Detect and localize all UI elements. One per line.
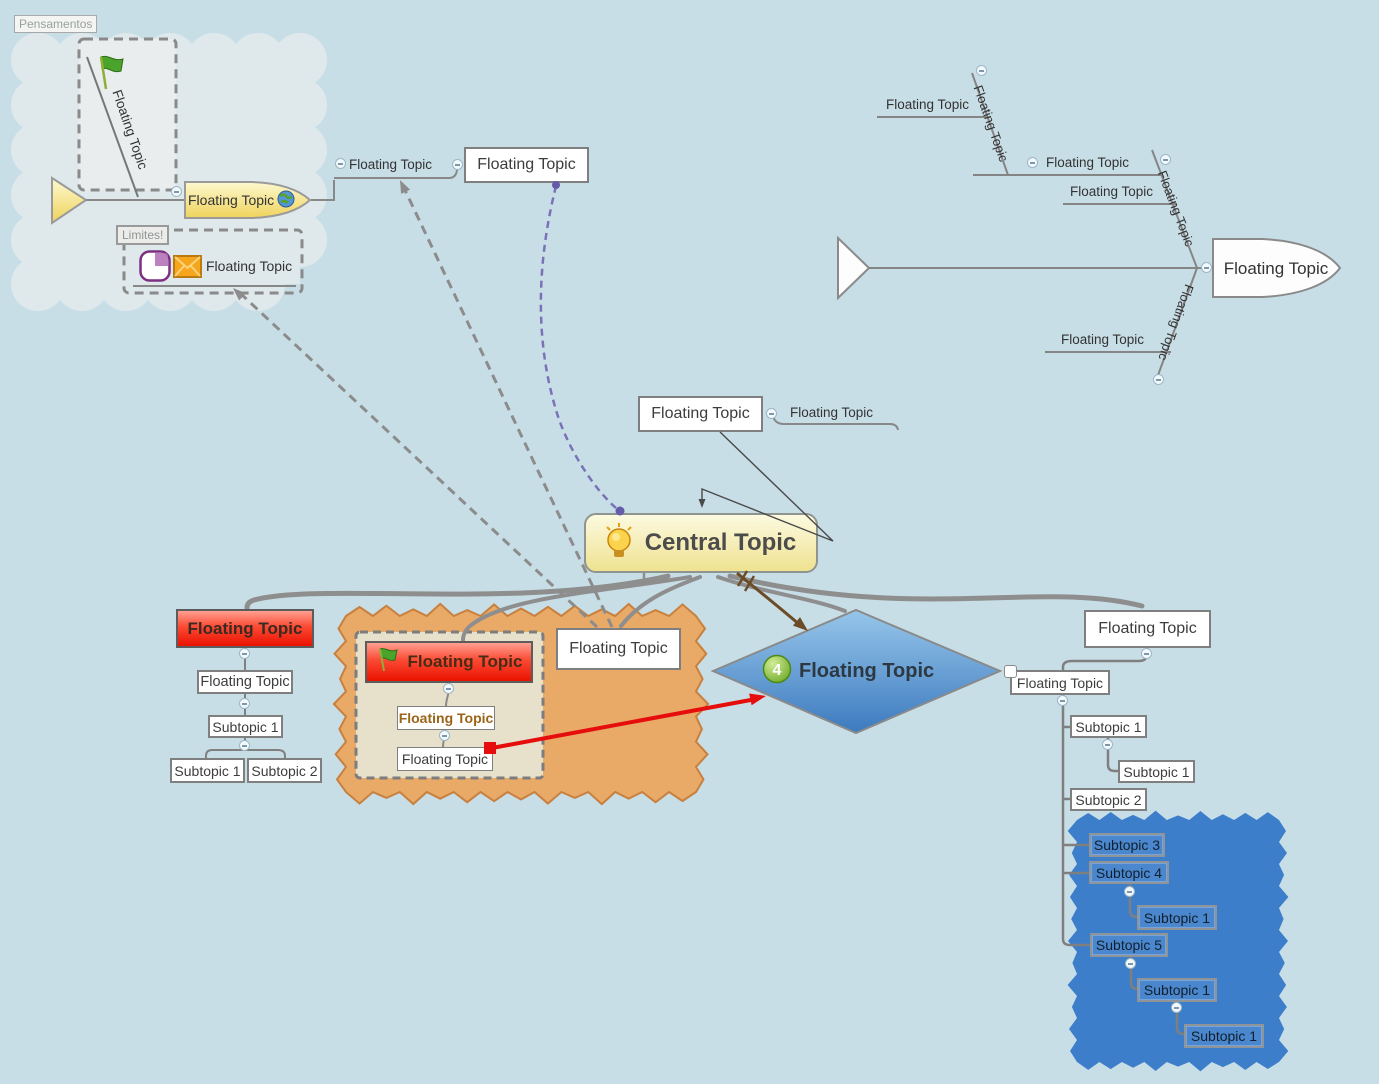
collapse-toggle[interactable] (1201, 262, 1212, 273)
collapse-toggle[interactable] (239, 740, 250, 751)
left-tree-subtopic[interactable]: Subtopic 1 (208, 715, 283, 738)
collapse-toggle[interactable] (239, 648, 250, 659)
lightbulb-icon (605, 522, 633, 564)
limits-topic[interactable]: Floating Topic (206, 258, 293, 274)
priority-4-icon[interactable]: 4 (762, 654, 792, 689)
right-tree-s5[interactable]: Subtopic 5 (1090, 933, 1168, 957)
diamond-topic-label: Floating Topic (799, 659, 935, 682)
collapse-toggle[interactable] (976, 65, 987, 76)
collapse-toggle[interactable] (1153, 374, 1164, 385)
central-topic-label: Central Topic (644, 529, 797, 556)
collapse-toggle[interactable] (239, 698, 250, 709)
mid-line-child-topic[interactable]: Floating Topic (790, 405, 874, 420)
right-tree-root-topic[interactable]: Floating Topic (1084, 610, 1211, 648)
collapse-toggle[interactable] (1124, 886, 1135, 897)
fishbone-bone2-sub2-topic[interactable]: Floating Topic (1070, 184, 1154, 199)
top-line-topic[interactable]: Floating Topic (349, 157, 433, 172)
right-tree-s4-1[interactable]: Subtopic 1 (1137, 905, 1217, 930)
left-tree-child-topic[interactable]: Floating Topic (197, 670, 293, 694)
collapse-toggle[interactable] (1027, 157, 1038, 168)
collapse-toggle[interactable] (1141, 648, 1152, 659)
orange-flag-root-topic[interactable]: Floating Topic (365, 641, 533, 683)
diamond-topic[interactable]: 4 Floating Topic (762, 653, 962, 689)
central-topic[interactable]: Central Topic (584, 513, 818, 573)
svg-text:4: 4 (773, 662, 782, 679)
collapse-toggle[interactable] (452, 159, 463, 170)
limits-boundary-label[interactable]: Limites! (116, 225, 170, 245)
flag-icon[interactable] (95, 55, 129, 96)
orange-boxed-topic[interactable]: Floating Topic (556, 628, 681, 670)
right-tree-s1-1[interactable]: Subtopic 1 (1118, 760, 1195, 783)
fishbone-bone1-sub-topic[interactable]: Floating Topic (886, 97, 970, 112)
fishbone-bone3-topic[interactable]: Floating Topic (1155, 282, 1197, 363)
right-tree-s2[interactable]: Subtopic 2 (1070, 788, 1147, 811)
top-boxed-topic[interactable]: Floating Topic (464, 147, 589, 183)
collapse-toggle[interactable] (1125, 958, 1136, 969)
fishbone-bone2-topic[interactable]: Floating Topic (1154, 168, 1198, 249)
diamond-collapse-handle[interactable] (1004, 665, 1017, 678)
mid-boxed-topic[interactable]: Floating Topic (638, 396, 763, 432)
cloud-head-topic[interactable]: Floating Topic (188, 192, 275, 208)
collapse-toggle[interactable] (1057, 695, 1068, 706)
cloud-boundary-label[interactable]: Pensamentos (14, 15, 98, 33)
orange-child-topic[interactable]: Floating Topic (397, 706, 495, 730)
collapse-toggle[interactable] (1171, 1002, 1182, 1013)
orange-grandchild-topic[interactable]: Floating Topic (397, 747, 493, 771)
right-tree-s5-1[interactable]: Subtopic 1 (1137, 978, 1217, 1002)
note-icon[interactable] (139, 250, 171, 287)
collapse-toggle[interactable] (1160, 154, 1171, 165)
envelope-icon[interactable] (173, 254, 202, 284)
right-tree-s3[interactable]: Subtopic 3 (1089, 833, 1165, 857)
left-tree-leaf1[interactable]: Subtopic 1 (170, 758, 245, 783)
collapse-toggle[interactable] (766, 408, 777, 419)
collapse-toggle[interactable] (335, 158, 346, 169)
fishbone-bone3-sub-topic[interactable]: Floating Topic (1061, 332, 1145, 347)
orange-flag-root-label: Floating Topic (407, 652, 523, 671)
fishbone-head-topic[interactable]: Floating Topic (1223, 259, 1329, 278)
left-tree-root-topic[interactable]: Floating Topic (176, 609, 314, 648)
right-tree-s1[interactable]: Subtopic 1 (1070, 715, 1147, 738)
flag-icon (376, 647, 402, 678)
left-tree-leaf2[interactable]: Subtopic 2 (247, 758, 322, 783)
collapse-toggle[interactable] (171, 186, 182, 197)
right-tree-s5-1-1[interactable]: Subtopic 1 (1184, 1024, 1264, 1048)
fishbone-bone1-topic[interactable]: Floating Topic (970, 83, 1012, 164)
right-tree-child-topic[interactable]: Floating Topic (1010, 670, 1110, 695)
collapse-toggle[interactable] (439, 730, 450, 741)
collapse-toggle[interactable] (1102, 739, 1113, 750)
globe-icon[interactable] (277, 190, 295, 213)
right-tree-s4[interactable]: Subtopic 4 (1089, 861, 1169, 884)
fishbone-bone2-sub1-topic[interactable]: Floating Topic (1046, 155, 1130, 170)
collapse-toggle[interactable] (443, 683, 454, 694)
